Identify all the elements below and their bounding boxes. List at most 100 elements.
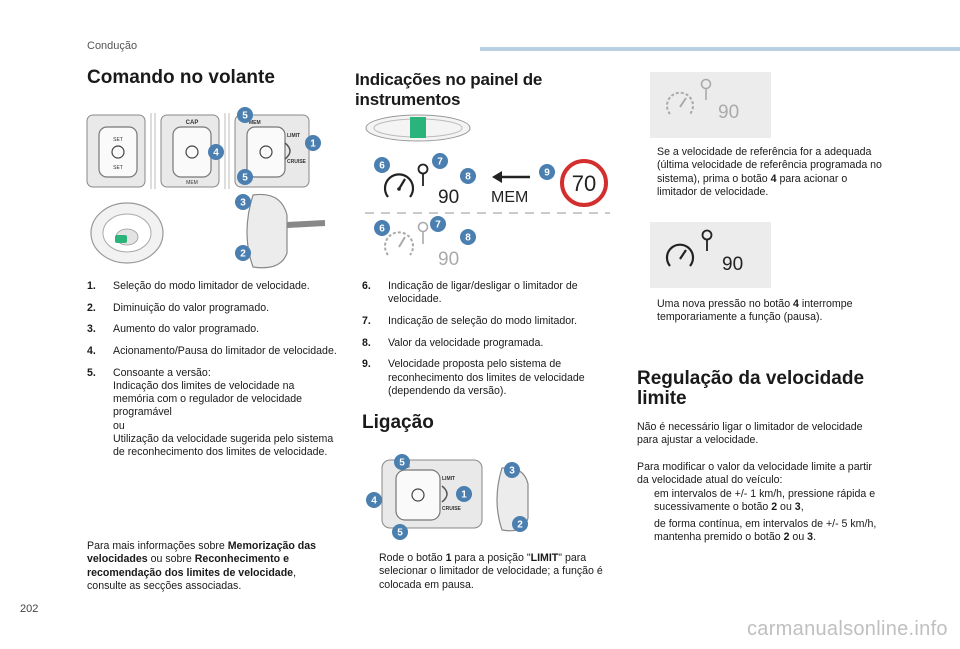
text-run: para a posição "	[451, 552, 531, 564]
col2-title: Indicações no painel de instrumentos	[355, 70, 625, 110]
stalk-limit-label: LIMIT	[287, 133, 300, 139]
indications-list: 6.Indicação de ligar/desligar o limitado…	[362, 280, 612, 406]
callout-number: 3	[509, 466, 515, 477]
text-run: .	[813, 531, 817, 544]
button-ref: 4	[770, 172, 777, 185]
text-run: , consulte as secções associadas.	[87, 566, 297, 592]
section-heading: Regulação da velocidade limite	[637, 368, 865, 409]
bullet-text: em intervalos de +/- 1 km/h, pressione r…	[654, 488, 885, 515]
list-item: 4. Acionamento/Pausa do limitador de velo…	[87, 345, 337, 358]
dashboard-outline	[365, 114, 471, 142]
text-run: Para mais informações sobre	[87, 540, 228, 552]
item-text: Seleção do modo limitador de velocidade.	[113, 280, 310, 292]
position-ref: LIMIT	[530, 552, 559, 564]
item-number: 1.	[87, 280, 96, 292]
item-number: 4.	[87, 345, 96, 358]
callout-number: 5	[397, 528, 403, 539]
callout-number: 5	[242, 173, 248, 184]
link-memorizacao: Memorização das velocidades	[87, 540, 317, 566]
regulacao-paragraph-2: Para modificar o valor da velocidade lim…	[637, 461, 872, 487]
list-item: 1. Seleção do modo limitador de velocidad…	[87, 280, 337, 293]
limit-mode-icon	[701, 229, 713, 251]
stalk-cruise-label: CRUISE	[442, 506, 462, 512]
callout-number: 5	[399, 458, 405, 469]
callout-number: 5	[242, 111, 248, 122]
callout-number: 2	[240, 249, 246, 260]
link-reconhecimento: Reconhecimento e recomendação dos limite…	[87, 553, 294, 579]
bullet-text: Rode o botão 1 para a posição "LIMIT" pa…	[379, 552, 614, 592]
list-item: 3. Aumento do valor programado.	[87, 323, 337, 336]
callout-number: 9	[544, 168, 550, 179]
button-ref: 2	[783, 531, 790, 544]
item-number: 2.	[87, 301, 96, 314]
item-number: 3.	[87, 323, 96, 336]
controls-list: 1. Seleção do modo limitador de velocidad…	[87, 280, 337, 468]
callouts: 5 4 5 1 3 2	[208, 107, 321, 261]
section-heading: Ligação	[362, 412, 434, 433]
button-ref: 4	[793, 298, 799, 310]
item-text: Acionamento/Pausa do limitador de veloci…	[113, 345, 337, 358]
text-run: ou sobre	[147, 553, 195, 566]
stalk-mem-label: MEM	[186, 180, 198, 186]
speed-value: 90	[722, 254, 743, 275]
page-number: 202	[20, 603, 39, 615]
page-title: Comando no volante	[87, 67, 275, 88]
item-number: 9.	[362, 358, 371, 371]
callout-number: 1	[310, 139, 316, 150]
item-number: 7.	[362, 314, 371, 327]
text-run: Uma nova pressão no botão	[657, 298, 794, 310]
bullet-pause: Uma nova pressão no botão 4 interrompe t…	[640, 298, 885, 325]
button-ref: 3	[794, 501, 801, 514]
limit-mode-icon	[417, 163, 429, 186]
stalk-mem-label: MEM	[249, 120, 261, 126]
limit-mode-icon	[417, 221, 429, 244]
item-number: 8.	[362, 336, 371, 349]
header-bar	[480, 47, 960, 51]
section-heading: Indicações no painel de instrumentos	[355, 70, 543, 109]
callouts: 5 4 5 1 3 2	[366, 454, 528, 540]
text-run: em intervalos de +/- 1 km/h, pressione r…	[654, 488, 876, 514]
callout-number: 1	[461, 490, 467, 501]
callout-number: 4	[213, 148, 219, 159]
callouts: 6 7 8 9 6 7 8	[374, 153, 555, 245]
speedometer-icon	[665, 243, 695, 267]
text-run: ou	[789, 531, 808, 544]
callout-number: 2	[517, 520, 523, 531]
item-text: Indicação de seleção do modo limitador.	[388, 314, 578, 327]
callout-number: 4	[371, 496, 377, 507]
stalk-set-label: SET	[113, 165, 123, 171]
callout-number: 3	[240, 198, 246, 209]
speedometer-icon	[383, 173, 415, 198]
item-text: Indicação de ligar/desligar o limitador …	[388, 280, 578, 306]
display-panel-2: 90	[650, 222, 771, 288]
watermark: carmanualsonline.info	[747, 618, 948, 640]
list-item: 5.Consoante a versão: Indicação dos limi…	[87, 367, 337, 459]
speedometer-icon	[666, 91, 694, 115]
bullet-marker	[637, 488, 654, 515]
bullet-text: Uma nova pressão no botão 4 interrompe t…	[657, 298, 885, 325]
bullet-marker	[637, 518, 654, 545]
limit-mode-icon	[700, 78, 712, 100]
text-run: Rode o botão	[379, 552, 446, 564]
text-run: ,	[800, 501, 804, 514]
regulacao-heading: Regulação da velocidade limite	[637, 369, 887, 409]
stalk-limit-label: LIMIT	[442, 476, 455, 482]
text-run: " para selecionar o limitador de velocid…	[379, 552, 603, 591]
col1-title: Comando no volante	[87, 68, 337, 88]
bullet-text: de forma contínua, em intervalos de +/- …	[654, 518, 885, 545]
steering-controls-illustration: SET SET CAP MEM MEM LIMIT CRUISE 5 4 5 1…	[86, 107, 326, 269]
callout-number: 6	[379, 224, 385, 235]
callout-number: 8	[465, 233, 471, 244]
speed-limit-sign: 70	[560, 159, 608, 207]
item-text: Velocidade proposta pelo sistema de reco…	[388, 358, 585, 397]
list-item: 6.Indicação de ligar/desligar o limitado…	[362, 280, 612, 306]
more-info-paragraph: Para mais informações sobre Memorização …	[87, 540, 337, 593]
bullet-activate: Se a velocidade de referência for a adeq…	[640, 146, 885, 199]
stalk-cruise-label: CRUISE	[287, 159, 307, 165]
section-title: Condução	[87, 40, 138, 52]
text-run: interrompe temporariamente a função (pau…	[657, 298, 853, 324]
speedometer-icon	[384, 231, 414, 256]
programmed-speed-value-paused: 90	[438, 249, 459, 270]
callout-number: 6	[379, 161, 385, 172]
item-text: Aumento do valor programado.	[113, 323, 260, 336]
